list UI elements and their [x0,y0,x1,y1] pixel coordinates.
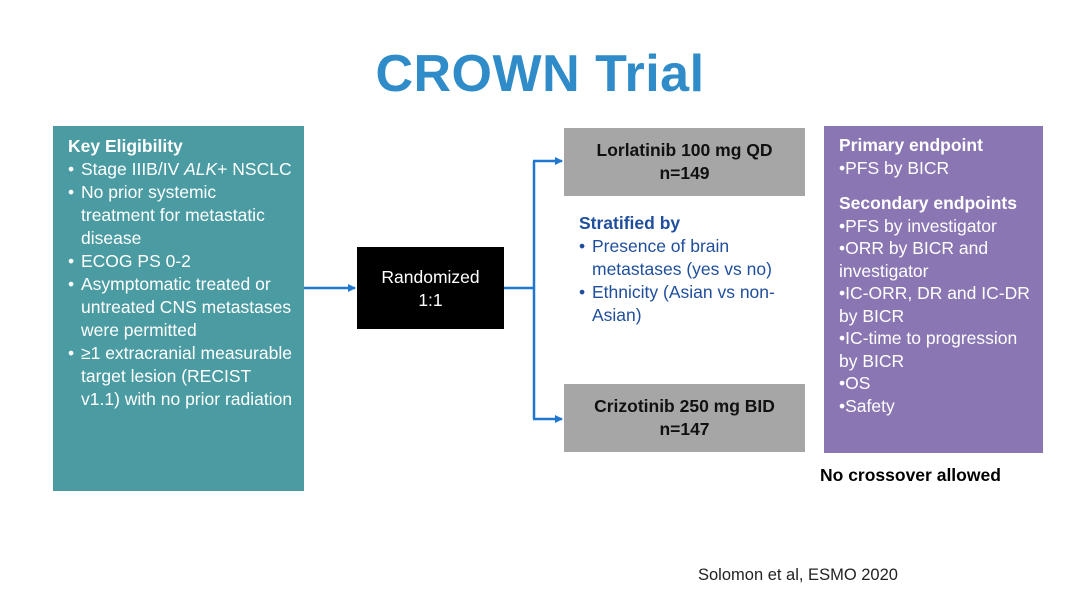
eligibility-box: Key Eligibility Stage IIIB/IV ALK+ NSCLC… [53,126,304,491]
eligibility-item: Stage IIIB/IV ALK+ NSCLC [68,158,294,181]
lorlatinib-arm-n: n=149 [659,163,710,183]
secondary-endpoint-item: •OS [839,373,871,393]
crizotinib-arm-box: Crizotinib 250 mg BID n=147 [564,384,805,452]
secondary-endpoint-item: •PFS by investigator [839,215,997,236]
secondary-endpoint-item: •Safety [839,395,895,416]
randomization-ratio: 1:1 [418,290,443,310]
lorlatinib-arm-label: Lorlatinib 100 mg QD [596,140,773,160]
secondary-endpoint-item: •ORR by BICR and investigator [839,238,989,281]
crossover-note: No crossover allowed [820,465,1001,485]
slide-title: CROWN Trial [375,45,705,103]
primary-endpoint-item: •PFS by BICR [839,157,950,178]
randomization-label: Randomized [381,267,480,287]
secondary-endpoint-item: •IC-ORR, DR and IC-DR by BICR [839,283,1030,326]
citation: Solomon et al, ESMO 2020 [698,566,898,584]
eligibility-item: Asymptomatic treated or untreated CNS me… [68,273,294,342]
endpoints-box: Primary endpoint •PFS by BICR Secondary … [824,126,1043,453]
stratification-list: Presence of brain metastases (yes vs no)… [579,235,819,327]
lorlatinib-arm-box: Lorlatinib 100 mg QD n=149 [564,128,805,196]
stratification-item: Presence of brain metastases (yes vs no) [579,235,819,281]
stratification-heading: Stratified by [579,213,681,233]
eligibility-heading: Key Eligibility [68,136,183,156]
secondary-endpoint-item: •IC-time to progression by BICR [839,328,1018,371]
eligibility-item: ECOG PS 0-2 [68,250,294,273]
endpoints-spacer [839,179,1039,192]
randomization-box: Randomized 1:1 [357,247,504,329]
eligibility-item: No prior systemic treatment for metastat… [68,181,294,250]
crizotinib-arm-label: Crizotinib 250 mg BID [594,396,775,416]
secondary-endpoints-heading: Secondary endpoints [839,193,1017,213]
crizotinib-arm-n: n=147 [659,419,710,439]
primary-endpoint-heading: Primary endpoint [839,135,983,155]
eligibility-item: ≥1 extracranial measurable target lesion… [68,342,294,411]
stratification-item: Ethnicity (Asian vs non-Asian) [579,281,819,327]
stratification-block: Stratified by Presence of brain metastas… [579,212,819,327]
eligibility-list: Stage IIIB/IV ALK+ NSCLC No prior system… [68,158,294,411]
